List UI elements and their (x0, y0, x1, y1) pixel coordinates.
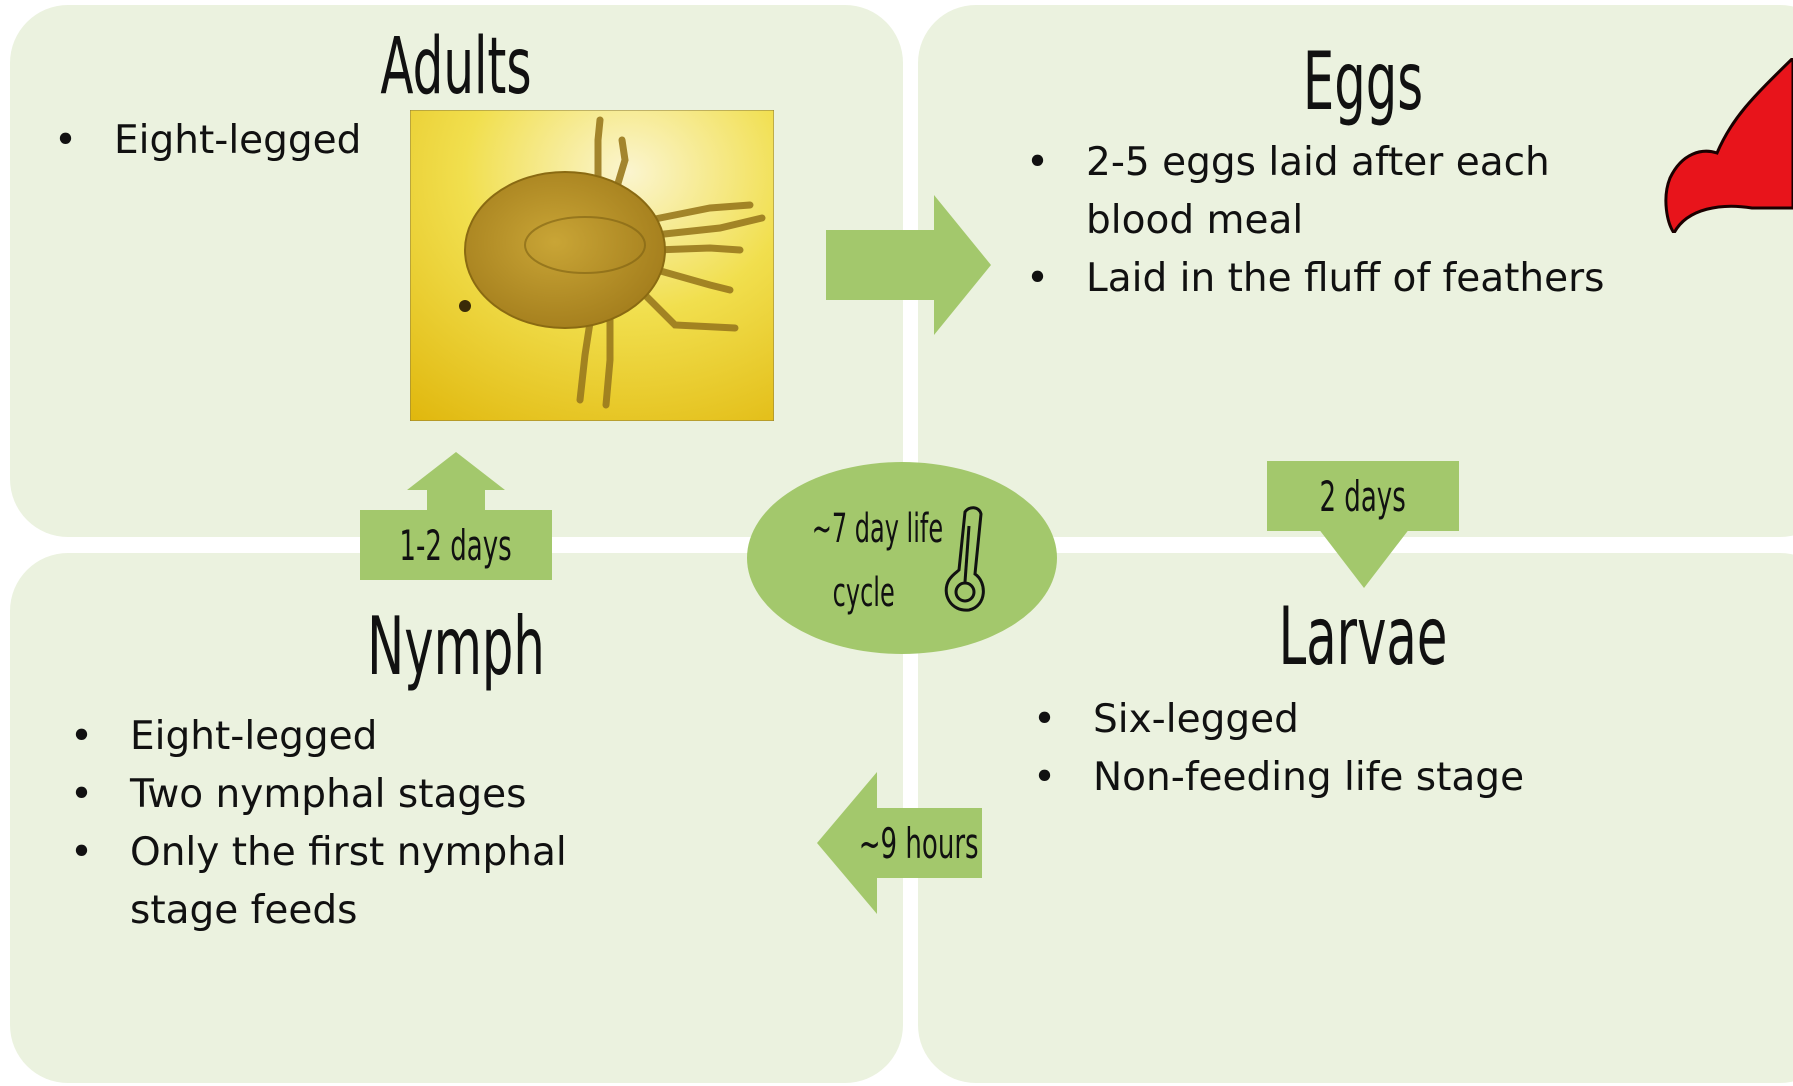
mite-photo (410, 110, 774, 421)
nymph-bullets: Eight-legged Two nymphal stages Only the… (68, 708, 628, 940)
right-arrow-icon (826, 195, 991, 335)
larvae-bullets: Six-legged Non-feeding life stage (1031, 691, 1651, 807)
adults-title: Adults (332, 28, 580, 106)
life-cycle-line-1: ~7 day life (812, 497, 943, 561)
thermometer-icon (935, 502, 997, 614)
bullet-item: Only the first nymphal stage feeds (68, 824, 628, 940)
life-cycle-label: ~7 day life cycle (768, 497, 960, 625)
bullet-item: 2-5 eggs laid after each blood meal (1024, 134, 1644, 250)
nymph-title: Nymph (332, 607, 580, 687)
bullet-item: Laid in the fluff of feathers (1024, 250, 1644, 308)
bullet-item: Two nymphal stages (68, 766, 628, 824)
larvae-title: Larvae (1239, 597, 1487, 677)
bullet-item: Eight-legged (68, 708, 628, 766)
bullet-item: Eight-legged (52, 112, 382, 170)
transition-text: 2 days (1320, 472, 1406, 521)
bullet-item: Six-legged (1031, 691, 1651, 749)
transition-label-2-days: 2 days (1267, 461, 1459, 531)
red-flame-icon (1662, 58, 1793, 233)
down-arrow-icon (1318, 528, 1410, 588)
transition-text: 1-2 days (400, 521, 512, 570)
transition-label-9-hours: ~9 hours (855, 808, 982, 878)
up-arrow-icon (407, 452, 505, 514)
eggs-bullets: 2-5 eggs laid after each blood meal Laid… (1024, 134, 1644, 308)
transition-text: ~9 hours (859, 819, 979, 868)
transition-label-1-2-days: 1-2 days (360, 510, 552, 580)
bullet-item: Non-feeding life stage (1031, 749, 1651, 807)
adults-bullets: Eight-legged (52, 112, 382, 170)
life-cycle-line-2: cycle (833, 561, 895, 625)
eggs-title: Eggs (1239, 42, 1487, 122)
